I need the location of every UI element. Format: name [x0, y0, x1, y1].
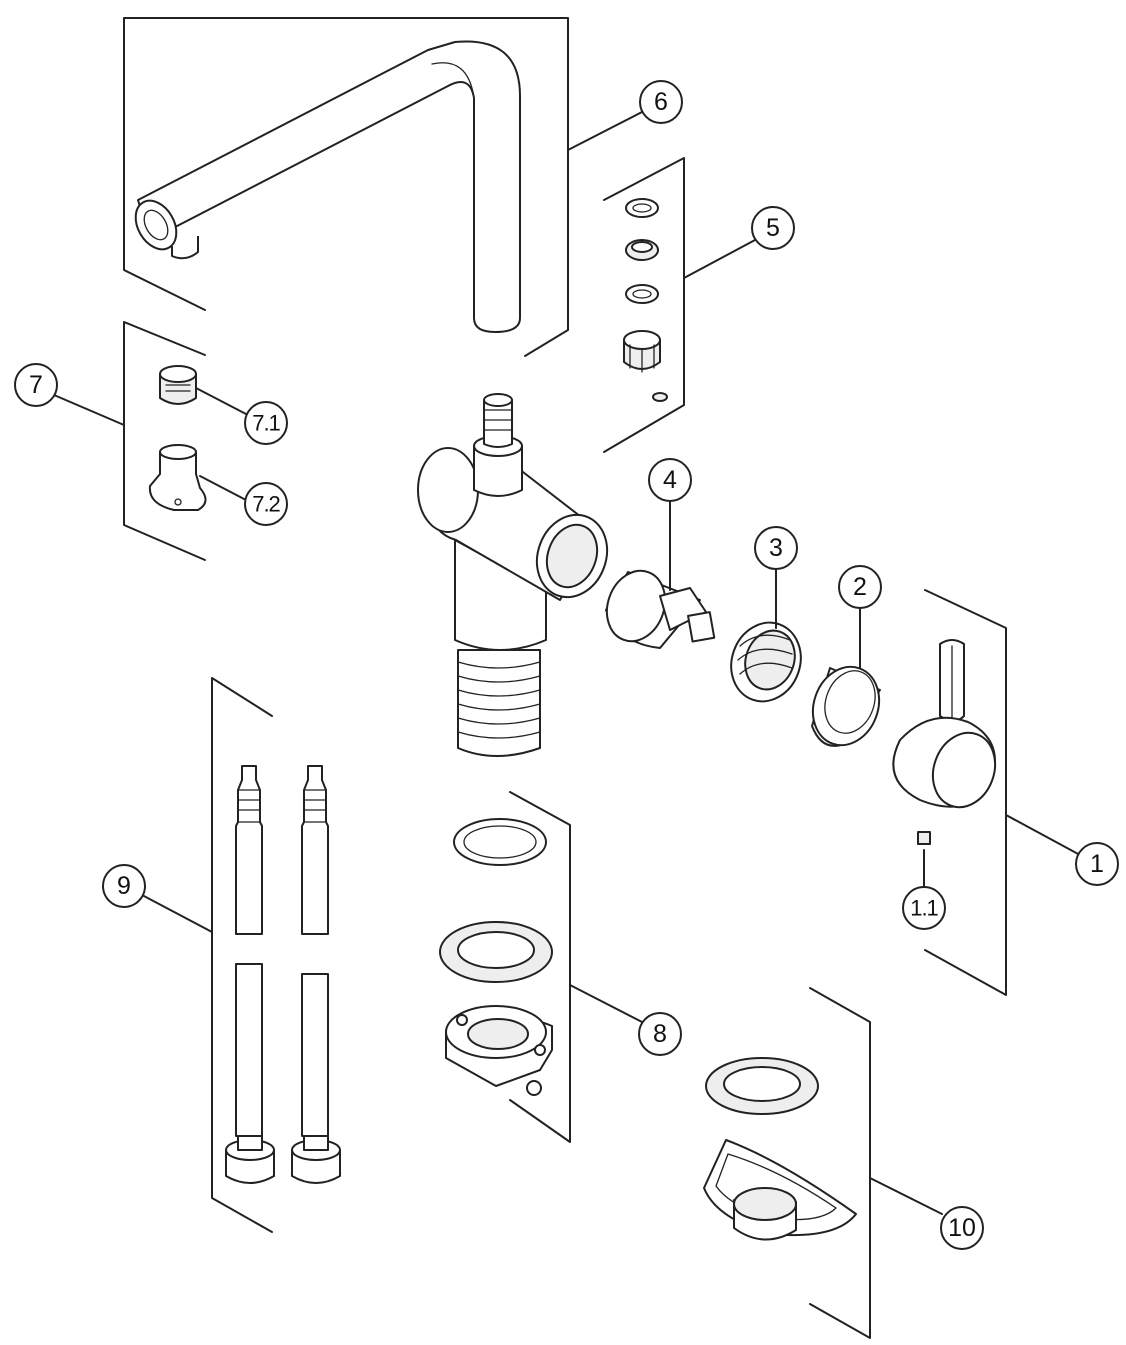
callout-1: 1	[1075, 842, 1119, 886]
callout-7: 7	[14, 363, 58, 407]
mounting-set-part-8	[439, 791, 571, 1143]
callout-2: 2	[838, 565, 882, 609]
callout-4: 4	[648, 458, 692, 502]
mixer-body	[417, 393, 609, 757]
callout-7-1-label: 7.1	[252, 411, 280, 436]
seal-set-part-5	[603, 157, 685, 453]
callout-4-label: 4	[663, 466, 677, 494]
callout-10: 10	[940, 1206, 984, 1250]
cover-ring-part-2	[811, 665, 881, 747]
callout-5: 5	[751, 206, 795, 250]
callout-7-2-label: 7.2	[252, 492, 280, 517]
threaded-ring-part-3	[730, 621, 802, 703]
spout-part-6	[123, 17, 569, 357]
cartridge-part-4	[605, 569, 716, 649]
leader-lines	[53, 111, 1081, 1215]
callout-1-1: 1.1	[902, 886, 946, 930]
callout-5-label: 5	[766, 214, 780, 242]
callout-2-label: 2	[853, 573, 867, 601]
callout-3-label: 3	[769, 534, 783, 562]
callout-8: 8	[638, 1012, 682, 1056]
callout-3: 3	[754, 526, 798, 570]
base-set-part-10	[703, 987, 871, 1339]
callout-8-label: 8	[653, 1020, 667, 1048]
callout-1-1-label: 1.1	[910, 896, 938, 921]
callout-10-label: 10	[948, 1214, 976, 1242]
callout-1-label: 1	[1090, 850, 1104, 878]
callout-6: 6	[639, 80, 683, 124]
callout-9: 9	[102, 864, 146, 908]
aerator-set-part-7	[123, 321, 207, 561]
callout-7-2: 7.2	[244, 482, 288, 526]
supply-hoses-part-9	[211, 677, 341, 1233]
callout-7-1: 7.1	[244, 401, 288, 445]
callout-7-label: 7	[29, 371, 43, 399]
callout-9-label: 9	[117, 872, 131, 900]
lever-handle-part-1	[892, 589, 1007, 996]
callout-6-label: 6	[654, 88, 668, 116]
